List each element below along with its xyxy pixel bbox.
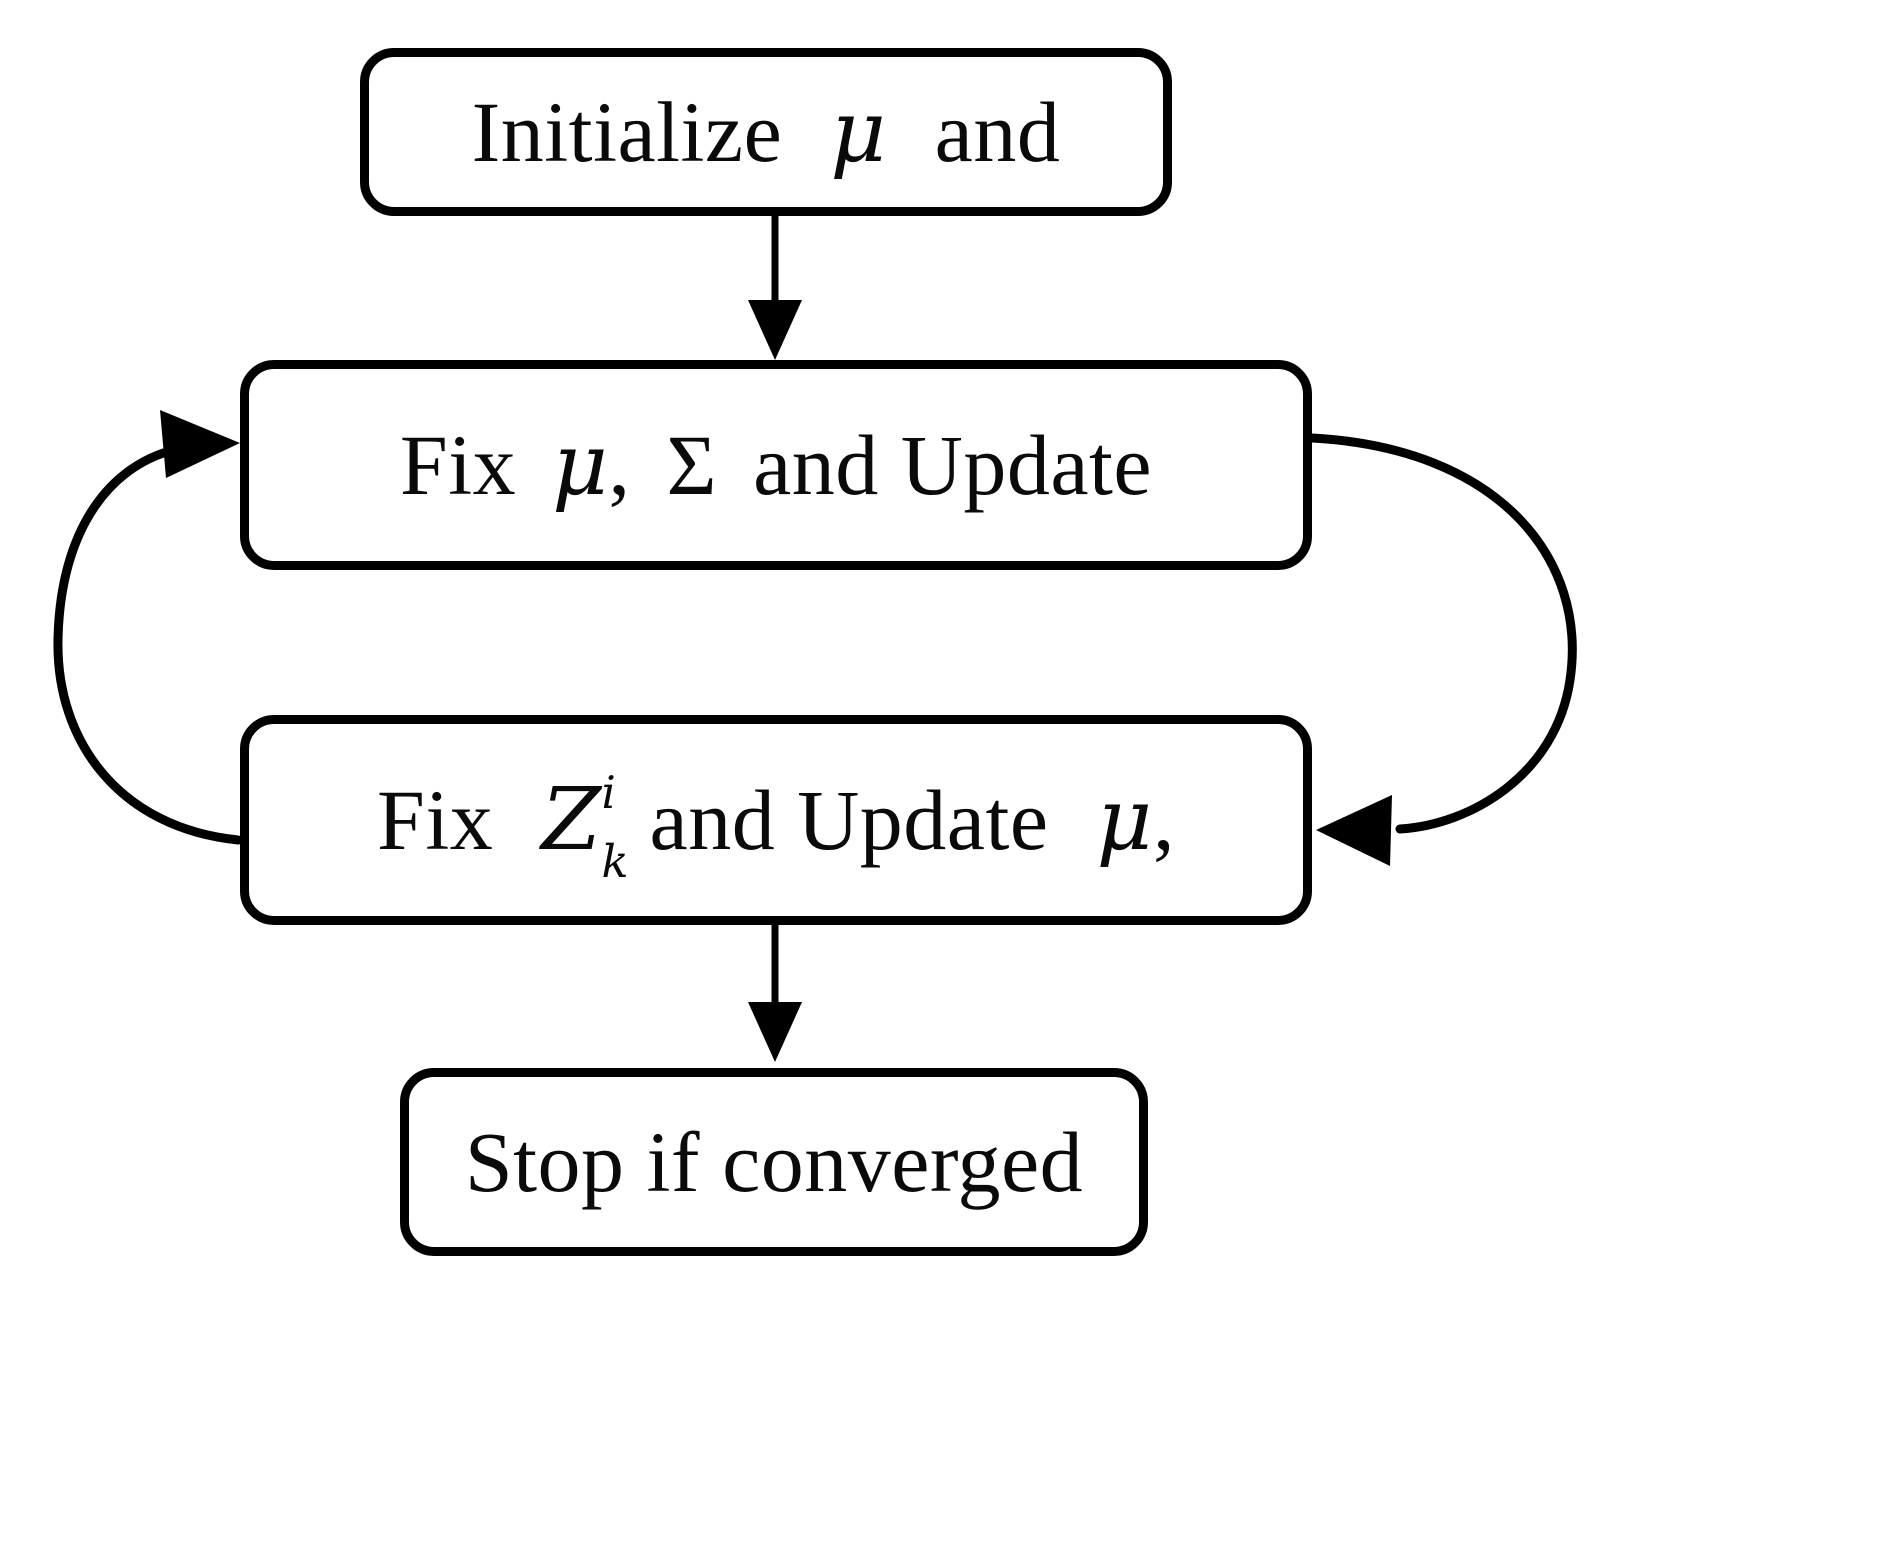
symbol-mu: μ xyxy=(830,82,887,182)
edge-fix-z-to-stop xyxy=(748,925,802,1062)
edge-fix-mu-to-fix-z xyxy=(1307,433,1577,866)
edge-init-to-fix-mu xyxy=(748,216,802,360)
fix-verb: Fix xyxy=(399,417,517,513)
fix-verb: Fix xyxy=(377,772,494,868)
symbol-comma: , xyxy=(1152,772,1175,868)
symbol-z-subscript: k xyxy=(601,835,630,889)
symbol-mu: μ xyxy=(1096,770,1153,870)
fix-mu-conjunction: and Update xyxy=(753,417,1153,513)
fix-z-conjunction: and Update xyxy=(649,772,1049,868)
symbol-z-base: Z xyxy=(541,770,602,870)
symbol-z-superscript: i xyxy=(601,766,617,819)
symbol-comma: , xyxy=(608,417,631,513)
initialize-conjunction: and xyxy=(934,84,1061,180)
symbol-sigma: Σ xyxy=(666,417,718,513)
edge-fix-z-to-fix-mu xyxy=(53,410,243,845)
node-stop[interactable]: Stop if converged xyxy=(400,1068,1148,1256)
symbol-mu: μ xyxy=(552,415,609,515)
node-stop-label: Stop if converged xyxy=(464,1114,1084,1210)
initialize-verb: Initialize xyxy=(471,84,783,180)
